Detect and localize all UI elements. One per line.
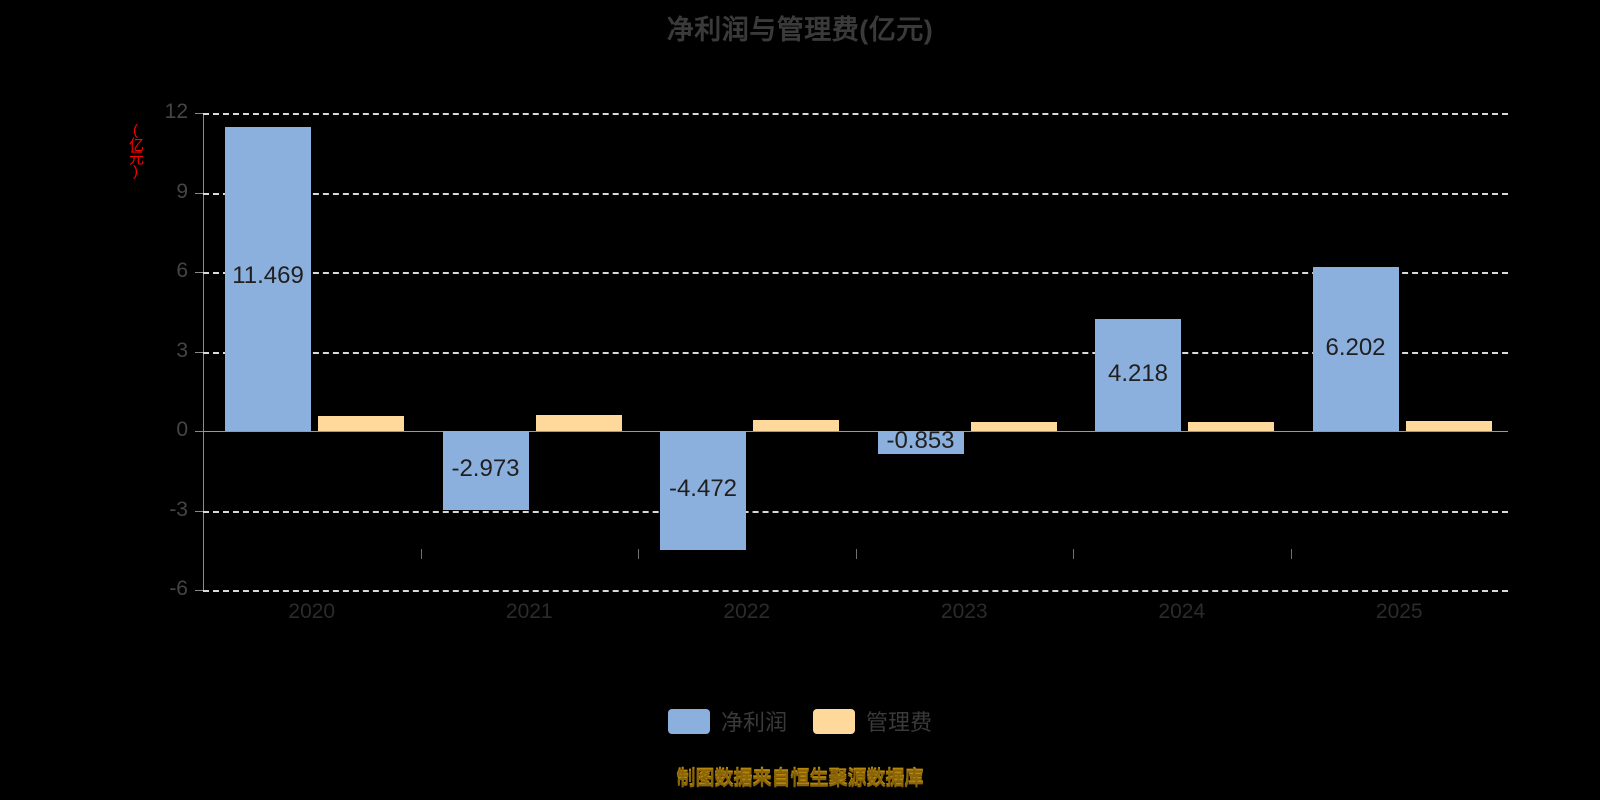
chart-title: 净利润与管理费(亿元) xyxy=(666,15,934,45)
y-tick-label: -6 xyxy=(169,577,188,600)
bar-admin-expense[interactable] xyxy=(753,419,839,431)
x-axis-label: 2023 xyxy=(940,600,988,623)
bar-admin-expense[interactable] xyxy=(1405,420,1492,431)
bar-value-label: -2.973 xyxy=(451,455,520,483)
bar-admin-expense[interactable] xyxy=(318,415,404,431)
y-axis-unit-label: (亿元) xyxy=(127,122,144,178)
bar-net-profit[interactable] xyxy=(225,127,311,431)
x-axis-label: 2020 xyxy=(288,600,336,623)
gridline xyxy=(203,590,1508,592)
y-tick-label: -3 xyxy=(169,497,188,521)
y-tick-label: 12 xyxy=(164,100,188,123)
gridline xyxy=(203,351,1508,354)
y-tick-mark xyxy=(195,431,203,432)
x-axis-label: 2025 xyxy=(1375,600,1423,623)
bar-value-label: 4.218 xyxy=(1107,360,1169,388)
x-category-separator xyxy=(1290,549,1292,559)
source-note-shadow: 制图数据来自恒生聚源数据库 xyxy=(676,769,924,790)
y-tick-label: 0 xyxy=(176,418,188,441)
legend-label: 管理费 xyxy=(866,710,933,735)
gridline xyxy=(203,510,1508,513)
x-category-separator xyxy=(420,549,422,559)
y-tick-mark xyxy=(195,192,203,194)
y-tick-mark xyxy=(195,272,203,273)
bar-net-profit[interactable] xyxy=(1312,266,1399,431)
bar-admin-expense[interactable] xyxy=(970,422,1057,431)
legend-swatch-icon xyxy=(813,708,855,734)
bar-value-label: 11.469 xyxy=(232,262,304,290)
x-axis-label: 2021 xyxy=(505,600,553,623)
bar-value-label: -0.853 xyxy=(886,427,955,455)
y-tick-mark xyxy=(195,510,203,512)
bar-admin-expense[interactable] xyxy=(535,415,622,431)
zero-line xyxy=(203,431,1508,432)
bar-value-label: -4.472 xyxy=(668,475,738,503)
y-tick-mark xyxy=(195,113,203,114)
bar-admin-expense[interactable] xyxy=(1188,421,1274,431)
legend-item-admin-expense[interactable]: 管理费 xyxy=(813,705,932,737)
source-note: 制图数据来自恒生聚源数据库 制图数据来自恒生聚源数据库 xyxy=(0,762,1600,790)
chart-legend: 净利润 管理费 xyxy=(0,705,1600,737)
x-category-separator xyxy=(638,549,639,559)
legend-item-net-profit[interactable]: 净利润 xyxy=(667,705,787,737)
legend-label: 净利润 xyxy=(720,710,787,735)
gridline xyxy=(203,272,1508,274)
x-axis-label: 2022 xyxy=(723,600,771,623)
bar-net-profit[interactable] xyxy=(660,431,746,550)
bar-net-profit[interactable] xyxy=(1095,319,1181,431)
y-tick-label: 9 xyxy=(176,179,188,203)
y-tick-mark xyxy=(195,590,203,591)
y-tick-mark xyxy=(195,351,203,353)
legend-swatch-icon xyxy=(667,708,710,734)
y-tick-label: 6 xyxy=(176,259,188,282)
source-note-text: 制图数据来自恒生聚源数据库 xyxy=(676,767,924,788)
bar-value-label: 6.202 xyxy=(1325,333,1386,361)
gridline xyxy=(203,192,1508,195)
bar-net-profit[interactable] xyxy=(877,431,964,454)
plot-area: 11.469 -2.973 -4.472 -0.853 4.218 6.202 xyxy=(203,113,1508,592)
x-category-separator xyxy=(1073,549,1074,559)
y-tick-label: 3 xyxy=(176,338,188,362)
x-category-separator xyxy=(855,549,857,559)
gridline xyxy=(203,113,1508,115)
bar-net-profit[interactable] xyxy=(442,431,529,510)
x-axis-label: 2024 xyxy=(1158,600,1206,623)
